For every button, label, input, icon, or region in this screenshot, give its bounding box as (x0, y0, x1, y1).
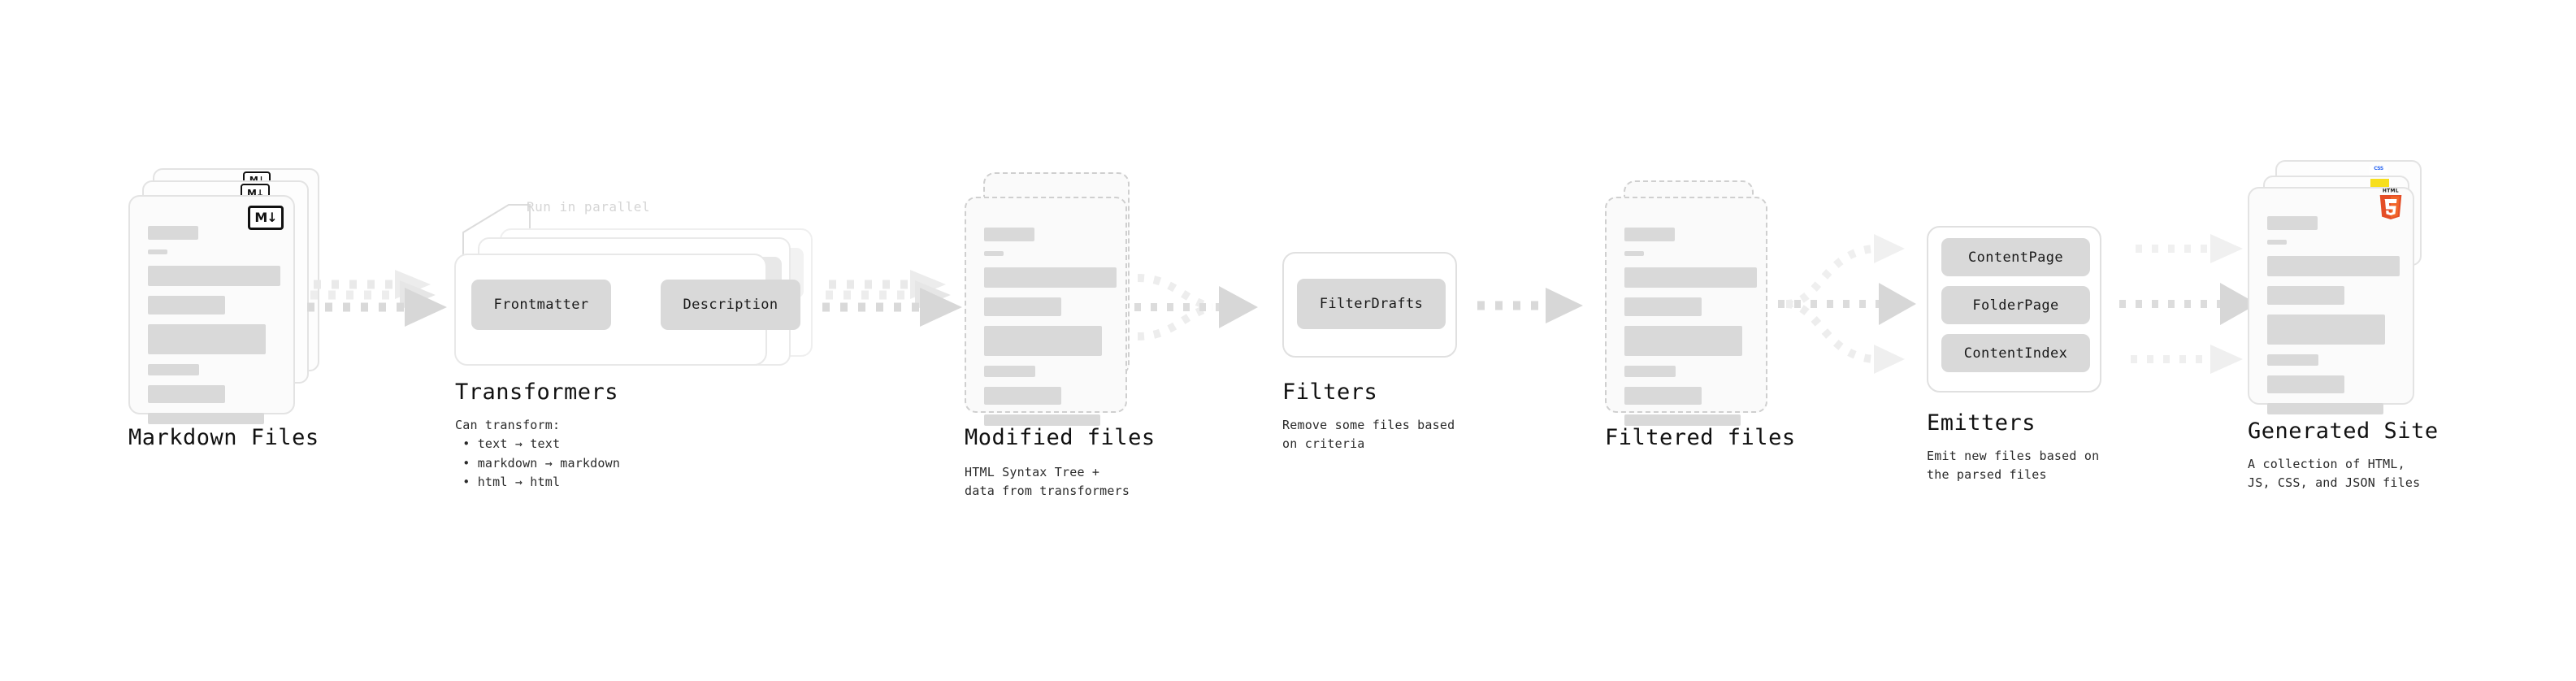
emitter-chip-contentpage: ContentPage (1941, 238, 2090, 276)
filtered-file-card-front (1605, 197, 1767, 426)
filter-chip-filterdrafts: FilterDrafts (1297, 279, 1446, 329)
filters-box: FilterDrafts (1282, 252, 1457, 358)
markdown-card-lines (148, 226, 280, 434)
filtered-card-lines (1624, 228, 1757, 436)
emitter-chip-folderpage: FolderPage (1941, 286, 2090, 324)
modified-card-lines (984, 228, 1117, 436)
transformers-title: Transformers (455, 380, 619, 405)
transformer-box-front: Frontmatter Description (454, 254, 800, 366)
modified-files-title: Modified files (965, 425, 1156, 450)
svg-text:HTML: HTML (2383, 189, 2399, 194)
site-card-lines (2267, 216, 2400, 424)
emitters-box: ContentPage FolderPage ContentIndex (1927, 226, 2101, 393)
filters-subtitle: Remove some files based on criteria (1282, 418, 1455, 452)
markdown-file-card-front: M↓ (128, 195, 295, 424)
css-badge-label: CSS (2374, 166, 2383, 171)
run-in-parallel-bracket (462, 204, 531, 258)
html5-icon: HTML (2379, 189, 2402, 219)
connector-filters-to-filtered (1477, 288, 1583, 323)
transformers-subtitle: Can transform: • text → text • markdown … (455, 418, 621, 489)
markdown-files-title: Markdown Files (128, 425, 319, 450)
connector-modified-to-filters (1134, 274, 1258, 340)
generated-site-title: Generated Site (2248, 419, 2439, 444)
connector-filtered-to-emitters (1778, 234, 1916, 374)
transformer-chip-frontmatter: Frontmatter (471, 280, 611, 330)
site-file-card-html: HTML (2248, 187, 2414, 414)
connector-transformers-to-modified (822, 270, 962, 327)
markdown-badge-front: M↓ (248, 206, 284, 230)
connector-markdown-to-transformers (307, 270, 447, 327)
modified-files-subtitle: HTML Syntax Tree + data from transformer… (965, 465, 1130, 499)
css-badge: CSS (2370, 166, 2387, 175)
emitters-subtitle: Emit new files based on the parsed files (1927, 449, 2100, 483)
modified-file-card-front (965, 197, 1127, 426)
connector-emitters-to-site (2119, 234, 2257, 374)
generated-site-subtitle: A collection of HTML, JS, CSS, and JSON … (2248, 457, 2421, 491)
emitters-title: Emitters (1927, 410, 2036, 436)
transformer-chip-description: Description (661, 280, 800, 330)
emitter-chip-contentindex: ContentIndex (1941, 334, 2090, 372)
run-in-parallel-label: Run in parallel (527, 199, 650, 215)
filtered-files-title: Filtered files (1605, 425, 1796, 450)
filters-title: Filters (1282, 380, 1378, 405)
